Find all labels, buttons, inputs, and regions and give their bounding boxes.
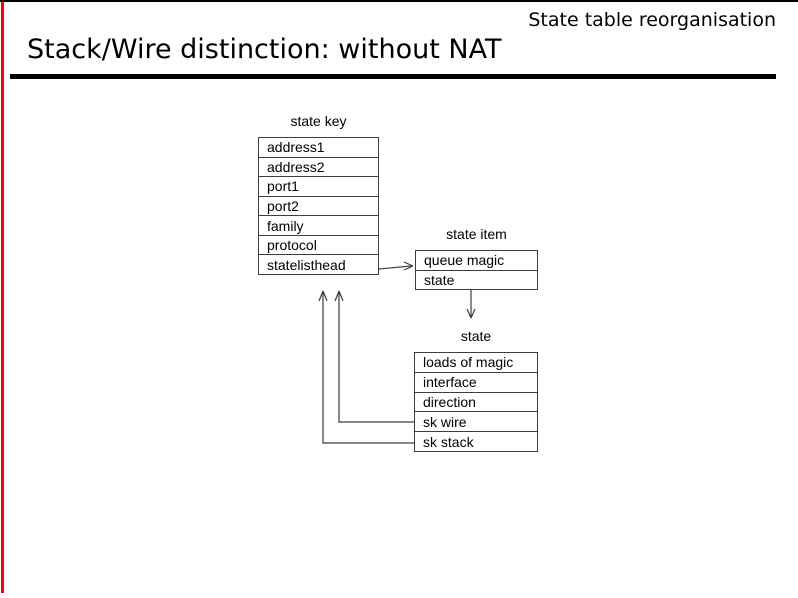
table-row: family [259,215,378,235]
table-row: direction [415,391,537,412]
table-row: queue magic [424,252,505,269]
arrow-statelisthead-to-state-item [378,261,414,271]
corner-title: State table reorganisation [528,9,776,31]
slide-left-border [1,0,4,593]
table-label-state-item: state item [446,226,507,242]
table-row: protocol [259,234,378,255]
table-row: sk stack [415,431,537,451]
table-row: statelisthead [259,254,378,274]
table-state-item: queue magic state [415,250,538,290]
page-title: Stack/Wire distinction: without NAT [27,34,502,65]
table-label-state-key: state key [290,113,347,129]
table-row: loads of magic [423,354,514,371]
table-row: sk wire [415,411,537,431]
table-row: port1 [259,176,378,196]
table-state-key: address1 address2 port1 port2 family pro… [258,137,379,275]
table-label-state: state [460,328,492,344]
arrow-state-item-to-state [466,290,476,319]
table-row: port2 [259,195,378,216]
slide-top-border [0,0,798,2]
title-rule [10,74,776,79]
table-row: address1 [267,139,325,156]
table-state: loads of magic interface direction sk wi… [414,352,538,452]
arrow-sk-wire-to-state-key [334,290,414,423]
table-row: state [416,269,537,290]
table-row: interface [415,371,537,392]
table-row: address2 [259,156,378,177]
arrow-sk-stack-to-state-key [318,290,414,444]
